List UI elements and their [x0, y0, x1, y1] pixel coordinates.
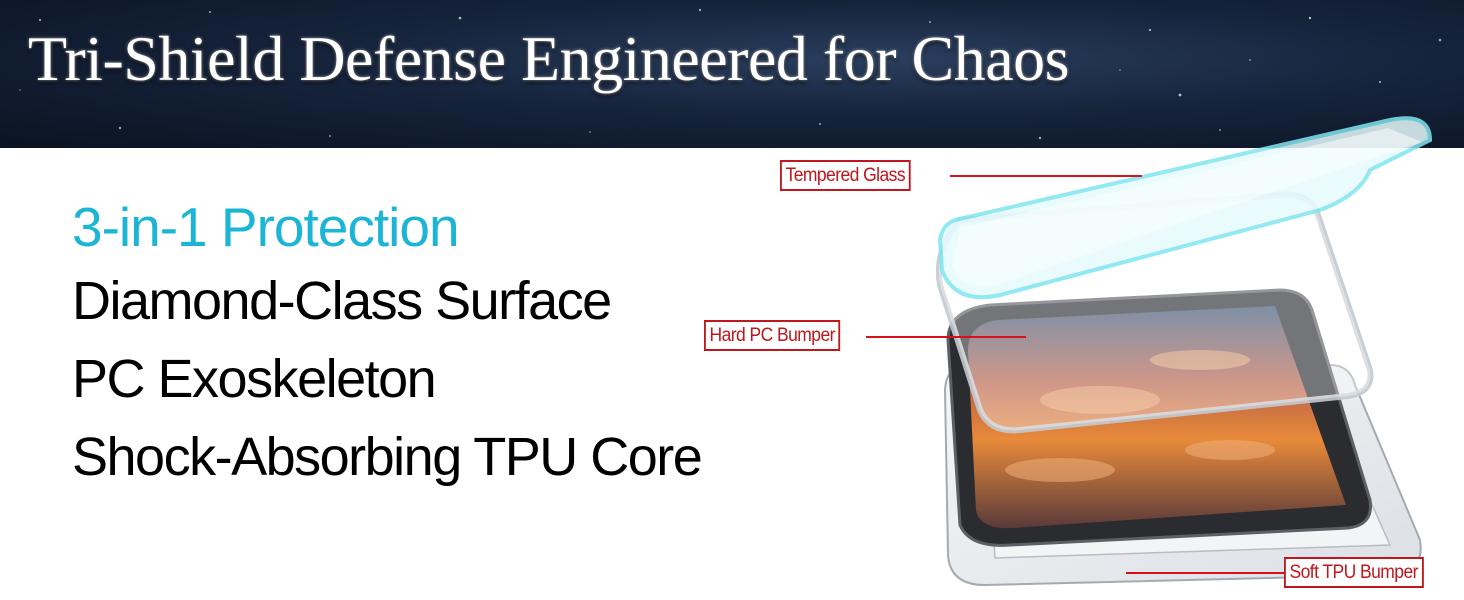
page-title: Tri-Shield Defense Engineered for Chaos — [28, 23, 1070, 94]
hard-pc-bumper-leader-line — [866, 336, 1026, 338]
tempered-glass-leader-line — [950, 175, 1142, 177]
exploded-case-illustration — [935, 116, 1433, 587]
header-banner: Tri-Shield Defense Engineered for Chaos — [0, 0, 1464, 148]
callout-soft-tpu-bumper: Soft TPU Bumper — [1284, 557, 1424, 588]
starfield-background — [19, 9, 1442, 140]
callout-tempered-glass: Tempered Glass — [780, 160, 911, 191]
feature-headline: 3-in-1 Protection — [72, 196, 460, 258]
tempered-glass-layer — [937, 116, 1433, 300]
callout-hard-pc-bumper: Hard PC Bumper — [704, 320, 841, 351]
feature-list: 3-in-1 Protection Diamond-Class Surface … — [72, 192, 703, 496]
feature-item-exoskeleton: PC Exoskeleton — [72, 349, 437, 409]
feature-item-surface: Diamond-Class Surface — [72, 271, 612, 331]
soft-tpu-bumper-leader-line — [1126, 572, 1284, 574]
feature-item-tpu-core: Shock-Absorbing TPU Core — [72, 427, 703, 487]
